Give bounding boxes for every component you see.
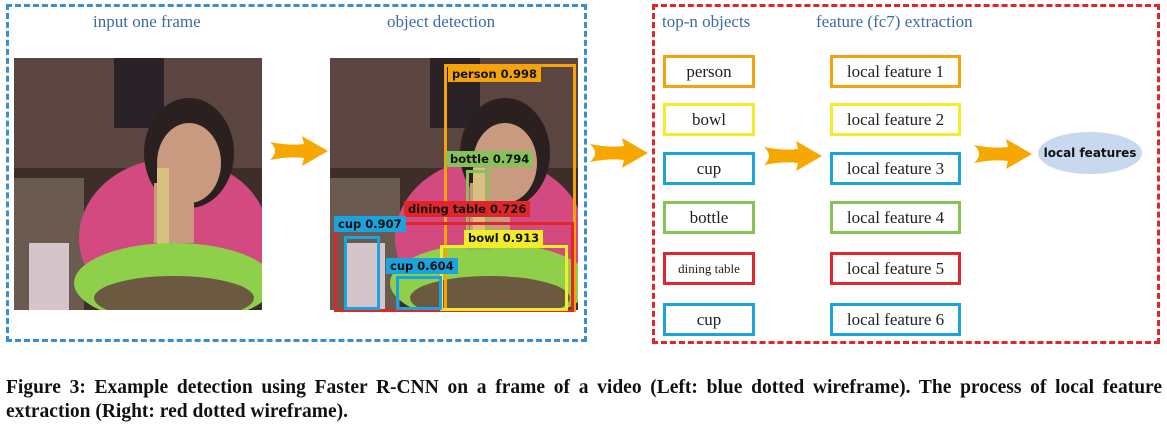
object-box-dining-table: dining table bbox=[663, 252, 755, 285]
feature-box-6: local feature 6 bbox=[830, 303, 961, 336]
left-panel-frame bbox=[6, 4, 587, 342]
arrow-right-icon bbox=[590, 138, 648, 168]
heading-top-n-objects: top-n objects bbox=[662, 12, 751, 31]
detection-box-cup-2 bbox=[396, 276, 442, 310]
feature-box-4: local feature 4 bbox=[830, 201, 961, 234]
figure-caption: Figure 3: Example detection using Faster… bbox=[6, 377, 1162, 422]
detection-label-cup-1: cup 0.907 bbox=[334, 216, 406, 232]
input-frame-photo bbox=[14, 58, 262, 310]
feature-box-5: local feature 5 bbox=[830, 252, 961, 285]
feature-box-1: local feature 1 bbox=[830, 55, 961, 88]
heading-object-detection: object detection bbox=[387, 12, 496, 31]
feature-box-2: local feature 2 bbox=[830, 103, 961, 136]
object-box-bowl: bowl bbox=[663, 103, 755, 136]
object-box-cup-2: cup bbox=[663, 303, 755, 336]
detection-box-bowl bbox=[440, 245, 568, 311]
right-panel-frame bbox=[652, 4, 1160, 344]
detection-box-cup-1 bbox=[344, 236, 380, 310]
object-box-bottle: bottle bbox=[663, 201, 755, 234]
arrow-right-icon bbox=[764, 141, 822, 171]
arrow-right-icon bbox=[270, 136, 328, 166]
detection-label-cup-2: cup 0.604 bbox=[386, 258, 458, 274]
object-box-cup-1: cup bbox=[663, 152, 755, 185]
detection-label-bottle: bottle 0.794 bbox=[446, 151, 534, 167]
detection-label-bowl: bowl 0.913 bbox=[464, 230, 544, 246]
heading-feature-extraction: feature (fc7) extraction bbox=[816, 12, 973, 31]
local-features-node: local features bbox=[1038, 132, 1142, 174]
arrow-right-icon bbox=[974, 139, 1032, 169]
detection-label-dining-table: dining table 0.726 bbox=[404, 201, 531, 217]
object-box-person: person bbox=[663, 55, 755, 88]
heading-input-frame: input one frame bbox=[93, 12, 201, 31]
feature-box-3: local feature 3 bbox=[830, 152, 961, 185]
detection-label-person: person 0.998 bbox=[448, 66, 542, 82]
